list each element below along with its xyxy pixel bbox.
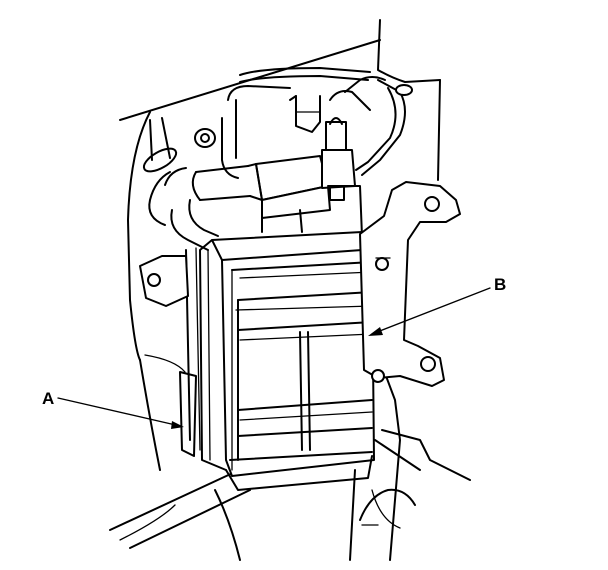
callout-a: A [42, 389, 184, 429]
callout-a-label: A [42, 389, 54, 408]
callout-b-label: B [494, 275, 506, 294]
vapor-hoses [221, 67, 413, 179]
evap-canister [179, 231, 375, 491]
mounting-bracket [359, 181, 461, 387]
canister-top [247, 117, 363, 247]
body-panel [109, 19, 471, 561]
purge-hose [142, 117, 251, 251]
callout-b-leader [371, 287, 491, 335]
callout-a-arrowhead [171, 421, 184, 429]
callout-b-arrowhead [368, 327, 383, 336]
callout-a-leader [57, 397, 181, 427]
left-mount-tab [139, 255, 189, 307]
callout-b: B [368, 275, 506, 336]
